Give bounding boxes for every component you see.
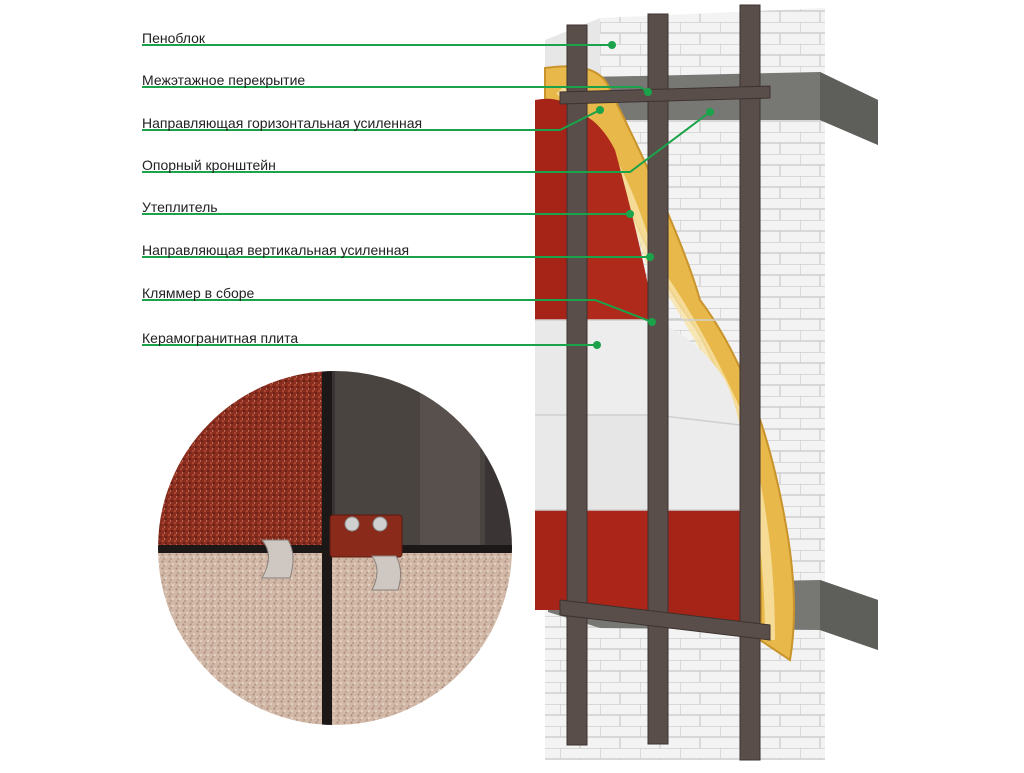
leader-dots	[593, 41, 714, 349]
label-vertical-guide: Направляющая вертикальная усиленная	[142, 242, 410, 258]
inset-border	[156, 369, 514, 727]
vertical-guides	[566, 4, 761, 761]
clamp-detail-inset	[157, 370, 513, 726]
ceramic-tiles	[535, 98, 760, 630]
label-penoblok: Пеноблок	[142, 30, 205, 46]
leader-lines	[142, 44, 711, 346]
label-interfloor-slab: Межэтажное перекрытие	[142, 72, 306, 88]
label-clamp-assembly: Кляммер в сборе	[142, 285, 255, 301]
label-horizontal-guide: Направляющая горизонтальная усиленная	[142, 115, 423, 131]
label-insulation: Утеплитель	[142, 199, 218, 215]
label-support-bracket: Опорный кронштейн	[142, 157, 276, 173]
label-ceramic-tile: Керамогранитная плита	[142, 330, 299, 346]
horizontal-guides	[559, 85, 771, 641]
